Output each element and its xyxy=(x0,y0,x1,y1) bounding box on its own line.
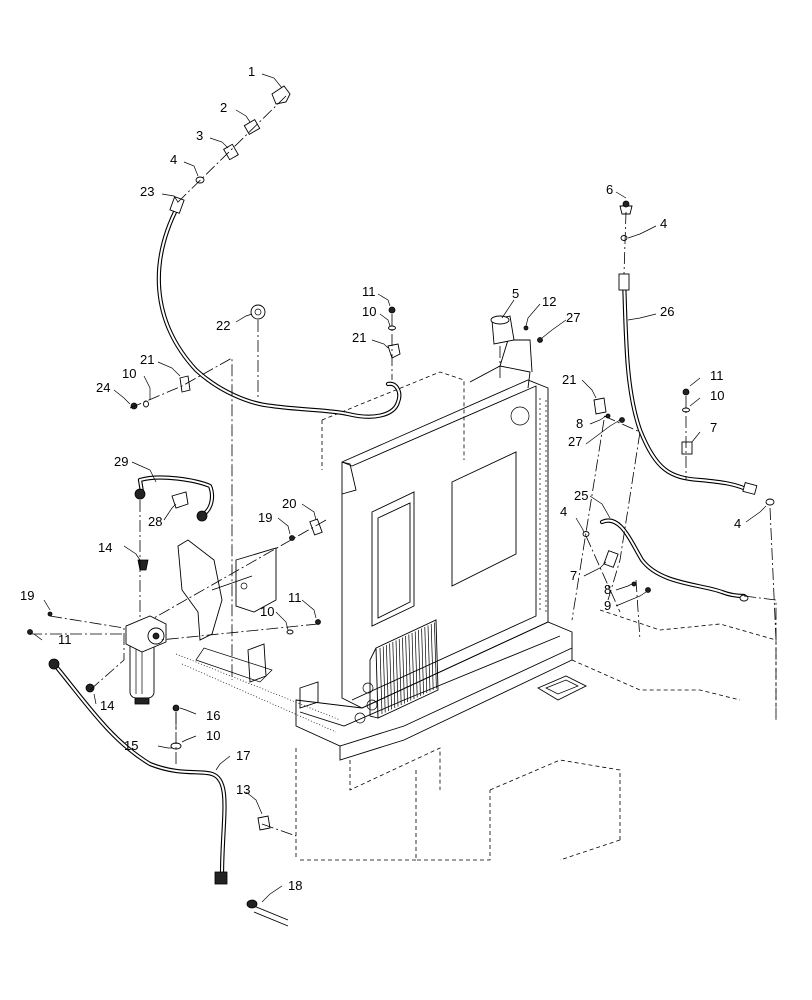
pipe-29 xyxy=(134,475,215,522)
callout-18: 18 xyxy=(288,878,302,893)
centerlines xyxy=(30,95,777,837)
callout-21: 21 xyxy=(352,330,366,345)
callout-11: 11 xyxy=(58,632,72,647)
callout-25: 25 xyxy=(574,488,588,503)
cooler-fin xyxy=(411,632,415,700)
callout-20: 20 xyxy=(282,496,296,511)
callout-26: 26 xyxy=(660,304,674,319)
callout-11: 11 xyxy=(362,284,376,299)
cooler-fin xyxy=(408,634,412,701)
cooler-fin xyxy=(418,629,421,697)
callout-10: 10 xyxy=(260,604,274,619)
callout-4: 4 xyxy=(560,504,567,519)
callout-10: 10 xyxy=(362,304,376,319)
callout-24: 24 xyxy=(96,380,110,395)
fuel-filter xyxy=(125,615,167,705)
callout-6: 6 xyxy=(606,182,613,197)
hose-25 xyxy=(599,518,747,599)
callout-4: 4 xyxy=(170,152,177,167)
callout-21: 21 xyxy=(140,352,154,367)
cooler-fin xyxy=(405,635,408,703)
cooler-fin xyxy=(434,622,437,689)
callout-5: 5 xyxy=(512,286,519,301)
callout-3: 3 xyxy=(196,128,203,143)
callout-1: 1 xyxy=(248,64,255,79)
callout-11: 11 xyxy=(710,368,724,383)
cooler-fin xyxy=(395,640,399,707)
callout-23: 23 xyxy=(140,184,154,199)
callout-12: 12 xyxy=(542,294,556,309)
callout-10: 10 xyxy=(206,728,220,743)
callout-11: 11 xyxy=(288,590,302,605)
callout-29: 29 xyxy=(114,454,128,469)
callout-15: 15 xyxy=(124,738,138,753)
cooler-fin xyxy=(382,646,386,713)
callout-22: 22 xyxy=(216,318,230,333)
callout-4: 4 xyxy=(660,216,667,231)
cooler-fin xyxy=(427,625,431,692)
callout-7: 7 xyxy=(570,568,577,583)
callout-21: 21 xyxy=(562,372,576,387)
cooler-fin xyxy=(424,626,428,694)
hose-23 xyxy=(156,196,402,419)
callout-9: 9 xyxy=(604,598,611,613)
callout-19: 19 xyxy=(258,510,272,525)
callout-10: 10 xyxy=(710,388,724,403)
callout-10: 10 xyxy=(122,366,136,381)
callout-14: 14 xyxy=(98,540,112,555)
callout-13: 13 xyxy=(236,782,250,797)
callout-7: 7 xyxy=(710,420,717,435)
cooler-fin xyxy=(414,631,418,698)
hose-17 xyxy=(48,658,228,885)
part-18-tube xyxy=(246,899,289,927)
cooler-fin xyxy=(421,628,424,695)
cooler-fin xyxy=(430,623,434,691)
callout-28: 28 xyxy=(148,514,162,529)
cooler-fin xyxy=(389,643,392,710)
cooler-fin xyxy=(386,644,389,712)
cooler-fin xyxy=(398,638,402,706)
callout-17: 17 xyxy=(236,748,250,763)
callout-27: 27 xyxy=(566,310,580,325)
callout-27: 27 xyxy=(568,434,582,449)
callout-8: 8 xyxy=(576,416,583,431)
cooler-fin xyxy=(379,647,383,715)
cooler-fin xyxy=(402,637,405,704)
cooler-fin xyxy=(392,641,396,709)
callout-2: 2 xyxy=(220,100,227,115)
callouts: 1 2 3 4 23 6 4 26 5 12 27 11 10 21 22 21… xyxy=(20,64,741,893)
callout-19: 19 xyxy=(20,588,34,603)
filter-bracket xyxy=(177,539,319,709)
leader-lines xyxy=(33,73,767,903)
callout-16: 16 xyxy=(206,708,220,723)
cooler-module xyxy=(369,619,439,719)
hose-26 xyxy=(618,273,758,495)
callout-4: 4 xyxy=(734,516,741,531)
callout-14: 14 xyxy=(100,698,114,713)
frame-assembly xyxy=(175,339,777,861)
callout-8: 8 xyxy=(604,582,611,597)
